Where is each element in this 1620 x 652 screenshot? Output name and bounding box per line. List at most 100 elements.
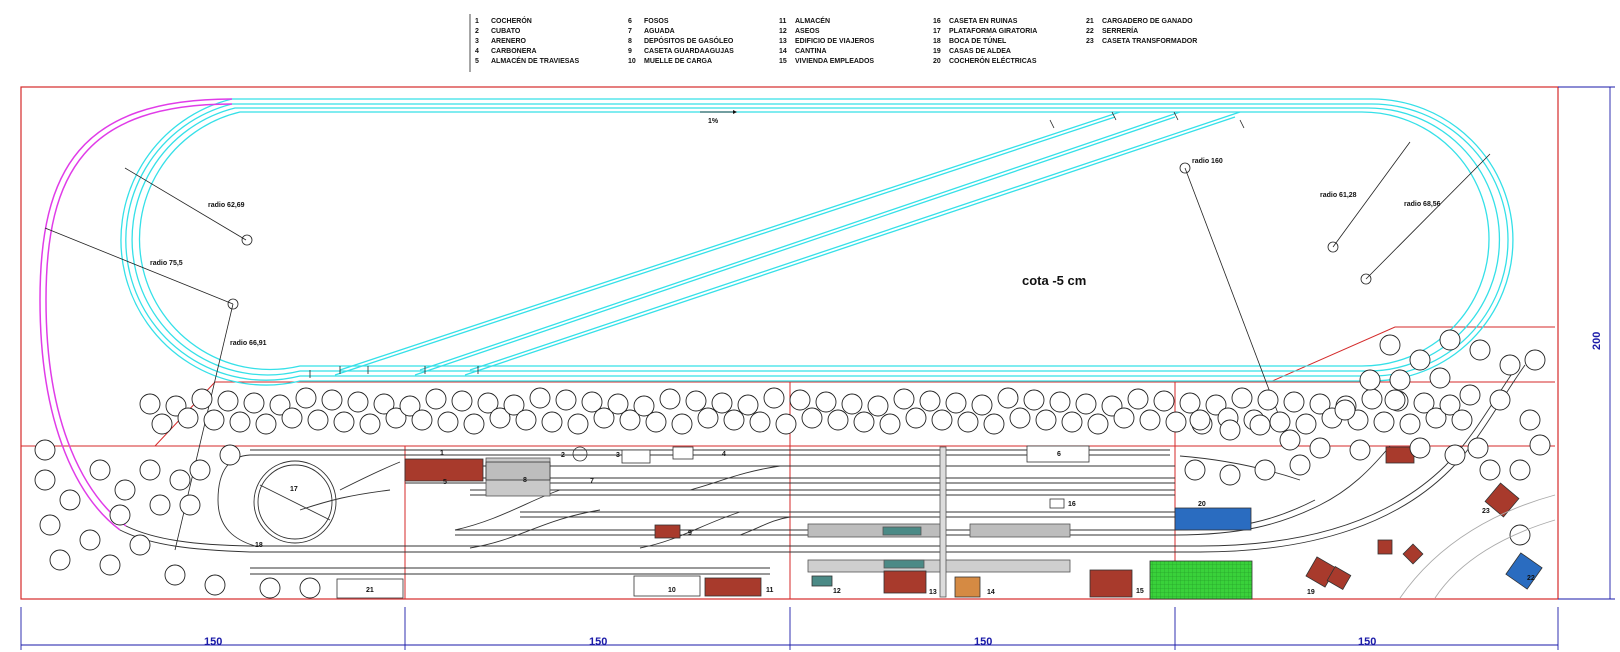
number-14: 14 <box>987 589 995 596</box>
transition-track <box>39 98 233 531</box>
tree-icon <box>1279 429 1301 451</box>
tree-icon <box>243 392 265 414</box>
tree-icon <box>149 494 171 516</box>
number-8: 8 <box>523 477 527 484</box>
tree-icon <box>1409 349 1431 371</box>
tree-icon <box>1153 390 1175 412</box>
tree-icon <box>411 409 433 431</box>
number-21: 21 <box>366 587 374 594</box>
tree-icon <box>685 390 707 412</box>
tree-icon <box>1075 393 1097 415</box>
dimension-lines <box>20 86 1615 650</box>
tree-icon <box>1524 349 1546 371</box>
number-9: 9 <box>688 530 692 537</box>
tree-icon <box>737 394 759 416</box>
legend-number: 19 <box>933 48 941 55</box>
tree-icon <box>333 411 355 433</box>
radius-label: radio 75,5 <box>150 260 183 267</box>
tree-icon <box>1413 392 1435 414</box>
tree-icon <box>1061 411 1083 433</box>
tree-icon <box>259 577 281 599</box>
tree-icon <box>1379 334 1401 356</box>
legend-number: 22 <box>1086 28 1094 35</box>
tree-icon <box>763 387 785 409</box>
legend-number: 5 <box>475 58 479 65</box>
tree-icon <box>957 411 979 433</box>
tree-icon <box>1127 388 1149 410</box>
tree-icon <box>879 413 901 435</box>
tree-icon <box>321 389 343 411</box>
tree-icon <box>1459 384 1481 406</box>
legend-label: BOCA DE TÚNEL <box>949 36 1007 45</box>
number-23: 23 <box>1482 508 1490 515</box>
gradient-indicator: 1% <box>700 110 737 125</box>
tree-icon <box>1254 459 1276 481</box>
building-transformador <box>1484 482 1520 518</box>
tree-icon <box>633 395 655 417</box>
number-4: 4 <box>722 451 726 458</box>
tree-cluster <box>34 329 1551 599</box>
tree-icon <box>1444 444 1466 466</box>
legend-number: 6 <box>628 18 632 25</box>
tree-icon <box>307 409 329 431</box>
tree-icon <box>1179 392 1201 414</box>
legend-label: CASETA EN RUINAS <box>949 18 1018 25</box>
legend-number: 21 <box>1086 18 1094 25</box>
tree-icon <box>34 439 56 461</box>
tree-icon <box>593 407 615 429</box>
tree-icon <box>1189 409 1211 431</box>
legend-label: CANTINA <box>795 48 827 55</box>
legend-label: ALMACÉN DE TRAVIESAS <box>491 56 579 65</box>
tree-icon <box>1479 459 1501 481</box>
tree-icon <box>581 391 603 413</box>
tree-icon <box>1249 414 1271 436</box>
cargadero-ganado <box>336 578 404 599</box>
legend-number: 10 <box>628 58 636 65</box>
number-13: 13 <box>929 589 937 596</box>
number-5: 5 <box>443 479 447 486</box>
tree-icon <box>373 393 395 415</box>
tree-icon <box>1399 413 1421 435</box>
radius-label: radio 62,69 <box>208 202 245 209</box>
tree-icon <box>451 390 473 412</box>
tree-icon <box>723 409 745 431</box>
tree-icon <box>203 409 225 431</box>
legend-label: CASETA GUARDAAGUJAS <box>644 48 734 55</box>
tree-icon <box>931 409 953 431</box>
building-arenero <box>621 449 651 464</box>
tree-icon <box>1023 389 1045 411</box>
building-serreria <box>1505 552 1543 590</box>
building-edificio-viajeros <box>883 570 927 594</box>
tree-icon <box>1009 407 1031 429</box>
legend-number: 4 <box>475 48 479 55</box>
radius-label: radio 160 <box>1192 158 1223 165</box>
building-aseos <box>811 575 833 587</box>
tree-icon <box>114 479 136 501</box>
tree-icon <box>1359 369 1381 391</box>
legend-label: ALMACÉN <box>795 16 830 25</box>
radius-label: radio 66,91 <box>230 340 267 347</box>
legend-label: ASEOS <box>795 28 820 35</box>
building-aldea-4 <box>1402 543 1424 565</box>
tree-icon <box>1384 389 1406 411</box>
legend-number: 2 <box>475 28 479 35</box>
number-10: 10 <box>668 587 676 594</box>
legend-number: 15 <box>779 58 787 65</box>
building-cocheron-electricas <box>1174 507 1252 531</box>
tree-icon <box>49 549 71 571</box>
tree-icon <box>399 395 421 417</box>
number-15: 15 <box>1136 588 1144 595</box>
board-outline <box>20 86 1559 600</box>
station-platforms <box>485 446 1071 598</box>
width-label: 150 <box>1358 636 1376 648</box>
tree-icon <box>1087 413 1109 435</box>
tree-icon <box>983 413 1005 435</box>
tree-icon <box>1509 459 1531 481</box>
tree-icon <box>997 387 1019 409</box>
tree-icon <box>169 469 191 491</box>
legend-number: 14 <box>779 48 787 55</box>
tree-icon <box>1165 411 1187 433</box>
tree-icon <box>567 413 589 435</box>
tree-icon <box>1409 437 1431 459</box>
